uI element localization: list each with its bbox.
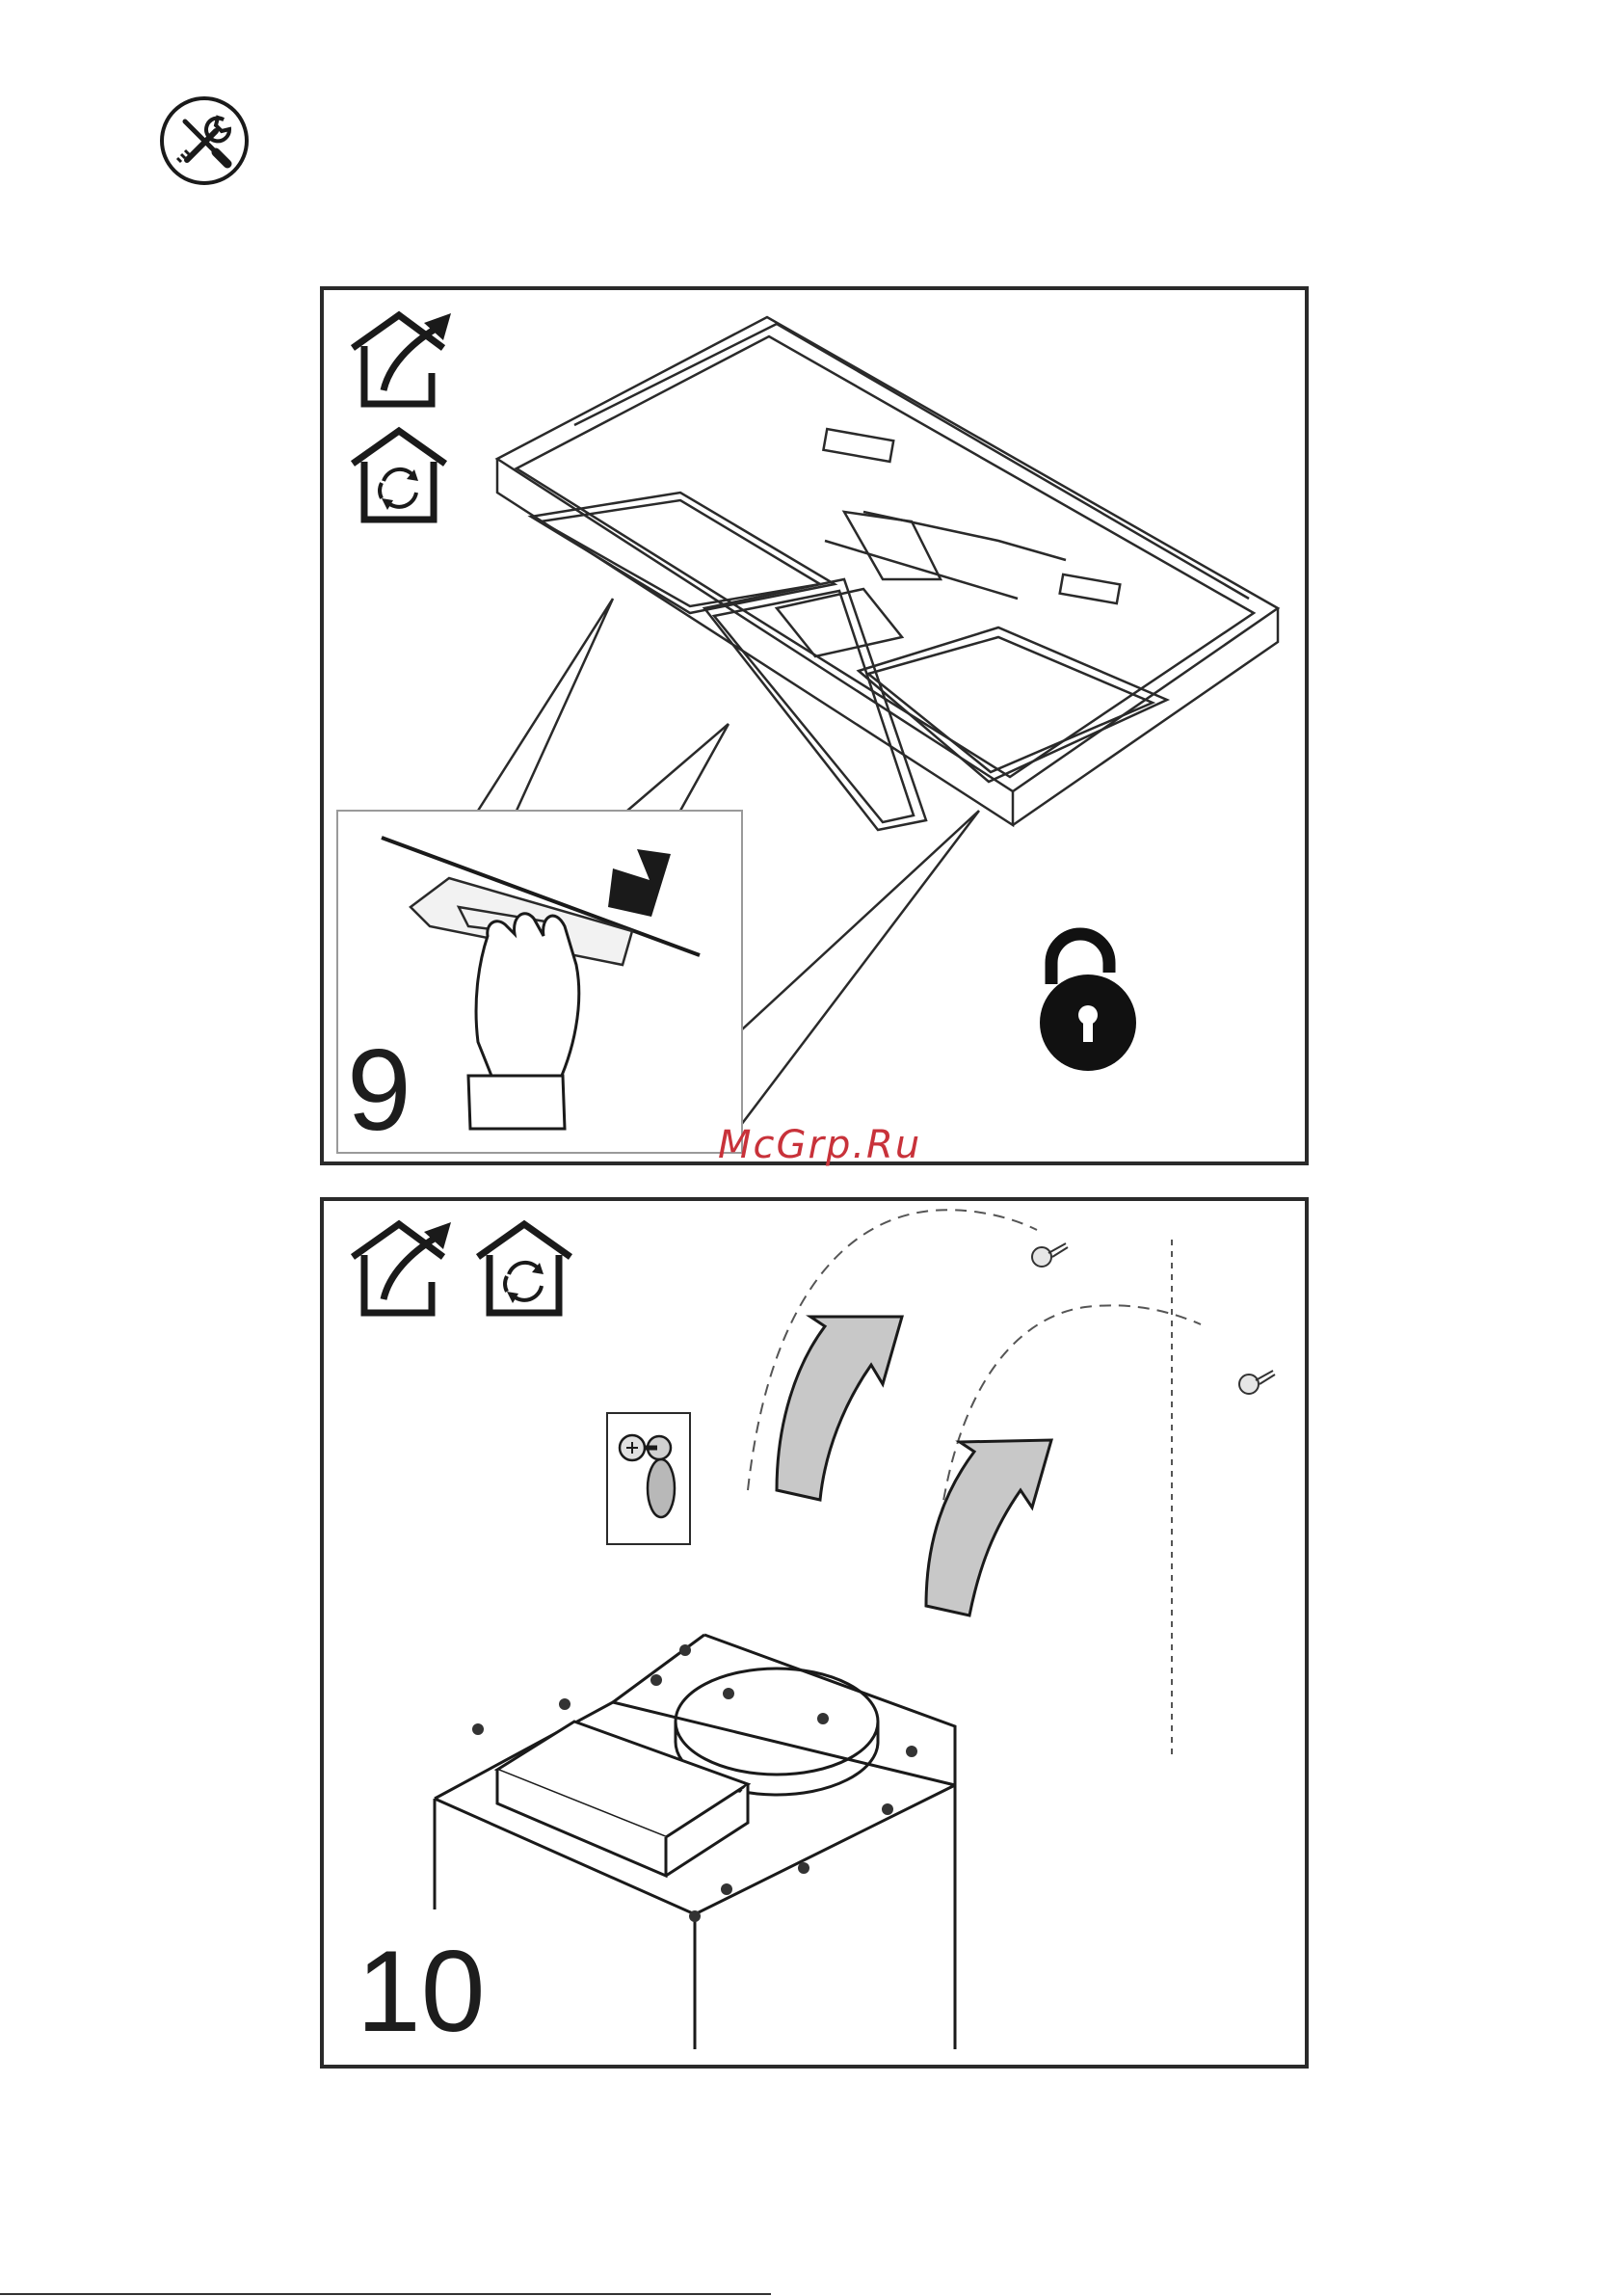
screw-icon <box>1032 1243 1068 1267</box>
step-panel-10: 10 <box>320 1197 1309 2069</box>
up-arrow-icon <box>926 1440 1051 1615</box>
tools-icon <box>156 93 252 189</box>
page-footer-rule <box>0 2293 771 2295</box>
step-number: 9 <box>347 1032 411 1148</box>
step-number: 10 <box>357 1934 485 2049</box>
up-arrow-icon <box>777 1317 902 1500</box>
unlock-icon <box>1032 926 1148 1071</box>
hood-filter-removal-drawing <box>324 290 1313 1169</box>
screw-icon <box>1239 1371 1275 1394</box>
step-panel-9: 9 <box>320 286 1309 1165</box>
watermark: McGrp.Ru <box>718 1123 921 1167</box>
hand-press-icon <box>468 914 579 1129</box>
